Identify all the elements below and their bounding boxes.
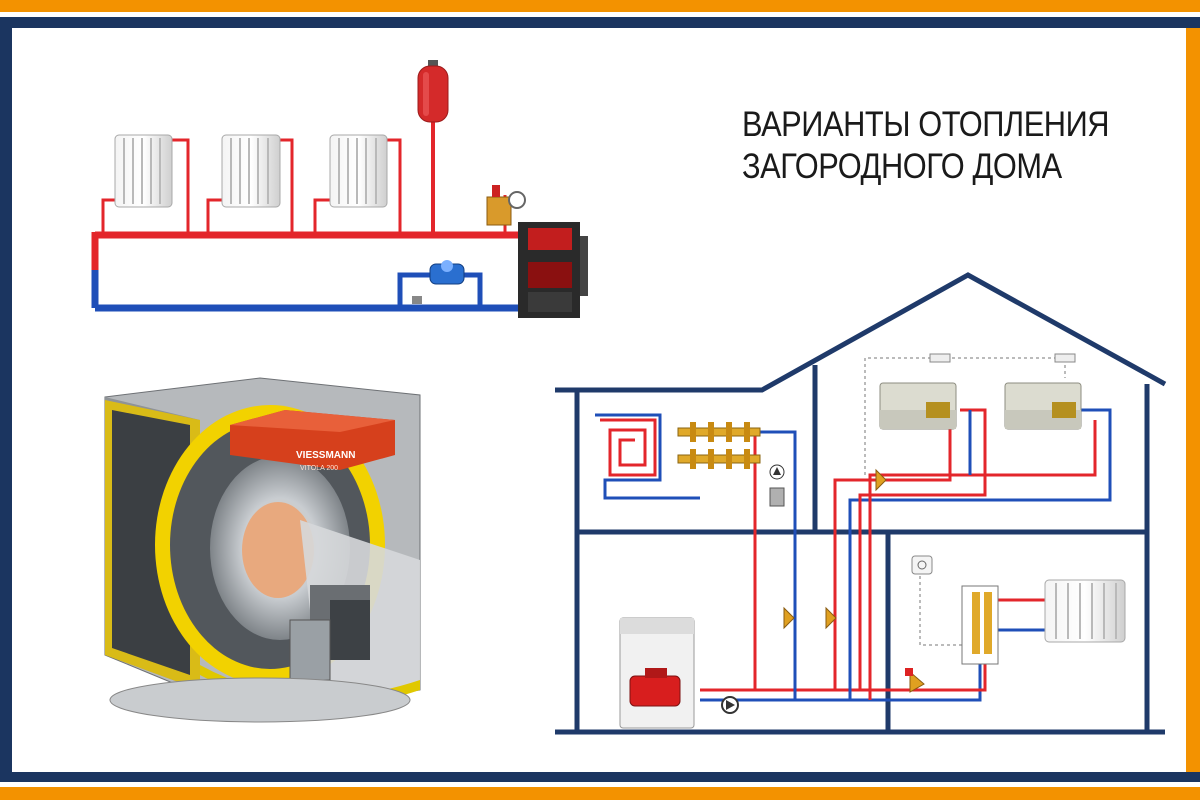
- left-navy-bar: [0, 28, 12, 776]
- gas-boiler: [619, 617, 695, 729]
- bottom-orange-bar: [0, 787, 1200, 800]
- title-line-2: ЗАГОРОДНОГО ДОМА: [742, 147, 1062, 186]
- house-outline: [555, 272, 1167, 735]
- boiler-control-panel: VIESSMANN VITOLA 200: [230, 410, 395, 472]
- circulation-pump: [412, 260, 465, 304]
- downstairs-manifold: [961, 585, 999, 665]
- control-wires: [864, 357, 1066, 646]
- right-orange-bar: [1186, 28, 1200, 776]
- top-orange-bar: [0, 0, 1200, 12]
- radiator-downstairs: [1044, 579, 1126, 643]
- top-navy-bar: [0, 17, 1200, 28]
- expansion-tank: [417, 60, 449, 123]
- piping-diagram: [91, 120, 520, 312]
- page-title: ВАРИАНТЫ ОТОПЛЕНИЯ ЗАГОРОДНОГО ДОМА: [742, 104, 1110, 188]
- boiler-brand-label: VIESSMANN: [296, 450, 355, 461]
- safety-group: [486, 185, 526, 226]
- radiator-3: [329, 134, 388, 208]
- balancing-valves: [783, 468, 925, 693]
- solid-fuel-boiler: [518, 222, 588, 318]
- floor-manifold: [677, 422, 761, 469]
- main-pump: [721, 696, 739, 714]
- title-line-1: ВАРИАНТЫ ОТОПЛЕНИЯ: [742, 105, 1110, 144]
- radiator-2: [221, 134, 281, 208]
- radiator-1: [114, 134, 173, 208]
- boiler-model-label: VITOLA 200: [300, 465, 338, 472]
- convector-left: [879, 353, 957, 430]
- mixing-pump: [769, 464, 785, 507]
- room-thermostat: [911, 555, 933, 575]
- convector-right: [1004, 353, 1082, 430]
- bottom-navy-bar: [0, 772, 1200, 782]
